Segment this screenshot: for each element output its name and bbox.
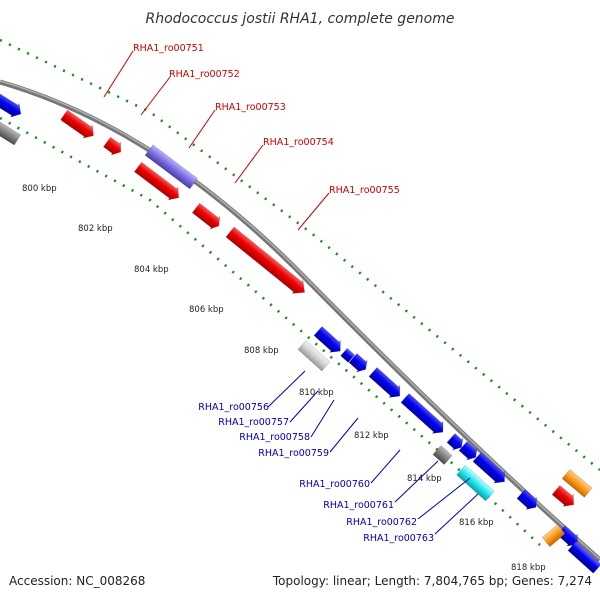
tick-label: 808 kbp (244, 346, 279, 356)
gene-arrow[interactable] (225, 225, 310, 299)
accession-text: Accession: NC_008268 (9, 574, 145, 588)
label-leader (140, 76, 171, 116)
dotted-ring (0, 116, 541, 546)
gene-features (0, 89, 600, 574)
gene-arrow[interactable] (0, 89, 25, 121)
dotted-ring (0, 38, 600, 472)
label-leader (234, 144, 264, 184)
gene-label-ro00754[interactable]: RHA1_ro00754 (263, 137, 334, 148)
gene-arrow[interactable] (458, 440, 481, 463)
label-leader (103, 50, 134, 98)
tick-label: 804 kbp (134, 265, 169, 275)
gene-label-ro00756[interactable]: RHA1_ro00756 (198, 402, 269, 413)
gene-label-ro00752[interactable]: RHA1_ro00752 (169, 69, 240, 80)
gene-arrow[interactable] (541, 524, 566, 547)
gene-arrow[interactable] (446, 432, 467, 453)
gene-label-ro00751[interactable]: RHA1_ro00751 (133, 43, 204, 54)
tick-label: 814 kbp (407, 474, 442, 484)
gene-arrow[interactable] (561, 469, 593, 498)
gene-arrow[interactable] (348, 352, 371, 375)
label-leader (289, 390, 319, 423)
gene-arrow[interactable] (567, 541, 600, 574)
label-leader (310, 399, 335, 438)
gene-label-ro00757[interactable]: RHA1_ro00757 (218, 417, 289, 428)
gene-label-ro00761[interactable]: RHA1_ro00761 (323, 500, 394, 511)
map-title: Rhodococcus jostii RHA1, complete genome (145, 11, 454, 27)
tick-label: 812 kbp (354, 431, 389, 441)
gene-label-ro00758[interactable]: RHA1_ro00758 (239, 432, 310, 443)
label-leader (267, 370, 306, 408)
gene-label-ro00753[interactable]: RHA1_ro00753 (215, 102, 286, 113)
gene-arrow[interactable] (313, 325, 346, 357)
gene-arrow[interactable] (191, 202, 224, 232)
label-leader (394, 460, 439, 503)
genome-backbone-highlight (0, 80, 600, 560)
gene-label-ro00759[interactable]: RHA1_ro00759 (258, 448, 329, 459)
gene-arrow[interactable] (144, 144, 198, 190)
gene-arrow[interactable] (102, 136, 125, 159)
gene-label-ro00755[interactable]: RHA1_ro00755 (329, 185, 400, 196)
gene-arrow[interactable] (368, 366, 405, 402)
reverse-gene-labels: RHA1_ro00756 RHA1_ro00757 RHA1_ro00758 R… (198, 370, 479, 544)
label-leader (417, 477, 471, 520)
gene-arrow[interactable] (516, 488, 542, 513)
gene-label-ro00763[interactable]: RHA1_ro00763 (363, 533, 434, 544)
label-leader (188, 109, 216, 149)
tick-label: 802 kbp (78, 224, 113, 234)
gene-arrow[interactable] (59, 108, 98, 142)
tick-label: 806 kbp (189, 305, 224, 315)
gene-arrow[interactable] (0, 118, 21, 146)
tick-label: 818 kbp (511, 563, 546, 573)
gene-arrow[interactable] (340, 347, 356, 363)
tick-label: 816 kbp (459, 518, 494, 528)
forward-gene-labels: RHA1_ro00751 RHA1_ro00752 RHA1_ro00753 R… (103, 43, 400, 231)
axis-tick-labels: 800 kbp 802 kbp 804 kbp 806 kbp 808 kbp … (22, 184, 546, 573)
gene-arrow[interactable] (400, 392, 449, 438)
gene-arrow[interactable] (472, 451, 510, 488)
label-leader (329, 417, 359, 453)
gene-arrow[interactable] (432, 445, 453, 465)
genome-summary-text: Topology: linear; Length: 7,804,765 bp; … (272, 574, 592, 588)
label-leader (370, 449, 401, 484)
label-leader (434, 493, 479, 535)
gene-arrow[interactable] (456, 464, 495, 502)
gene-arrow[interactable] (297, 340, 331, 372)
gene-arrow[interactable] (551, 484, 579, 511)
gene-label-ro00762[interactable]: RHA1_ro00762 (346, 517, 417, 528)
gene-label-ro00760[interactable]: RHA1_ro00760 (299, 479, 370, 490)
tick-label: 800 kbp (22, 184, 57, 194)
gene-arrow[interactable] (133, 161, 183, 204)
label-leader (297, 192, 330, 231)
